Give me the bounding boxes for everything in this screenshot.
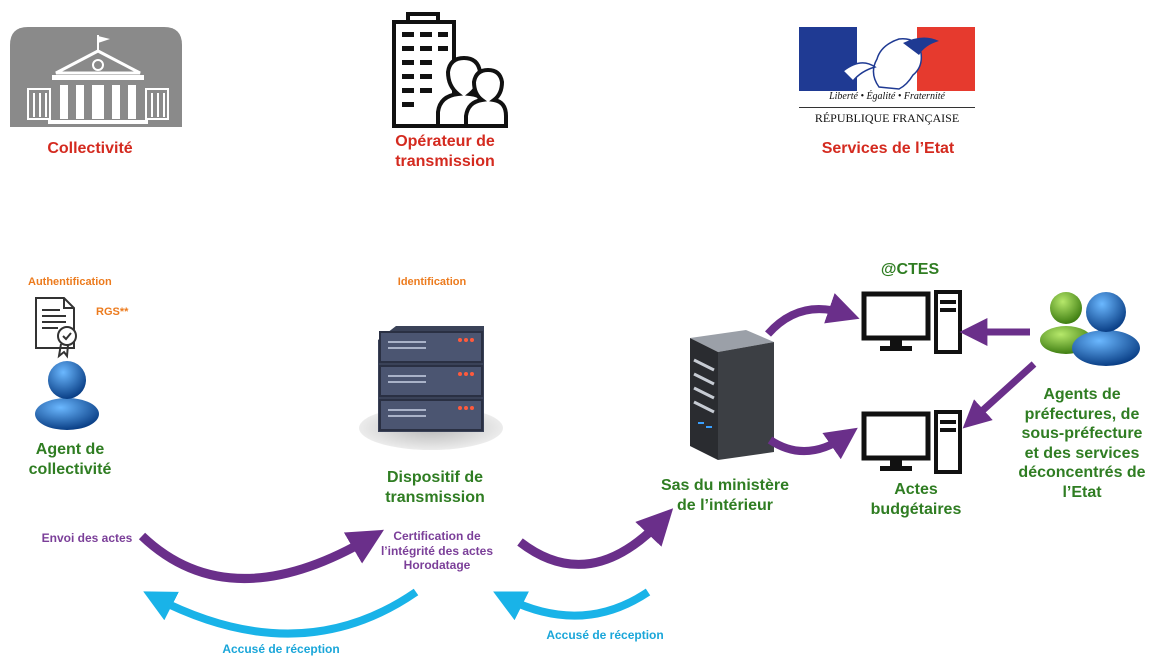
ctes-label: @CTES: [880, 261, 940, 278]
tower-server-icon: [690, 330, 774, 460]
server-rack-icon: [359, 326, 503, 450]
agents-prefectures-label: Agents de préfectures, de sous-préfectur…: [1018, 386, 1146, 501]
office-building-icon: [392, 12, 508, 128]
dispositif-label: Dispositif de transmission: [385, 469, 485, 506]
services-etat-title: Services de l’Etat: [821, 140, 955, 157]
accuse-2-arrow: [493, 588, 651, 621]
collectivite-title: Collectivité: [47, 140, 133, 157]
envoi-arrow: [138, 529, 384, 583]
rgs-label: RGS**: [96, 306, 129, 318]
marianne-motto: Liberté • Égalité • Fraternité: [829, 91, 945, 102]
agent-collectivite-label: Agent de collectivité: [28, 441, 112, 478]
actes-budgetaires-label: Actes budgétaires: [870, 481, 962, 518]
agents-to-actes-arrow: [962, 361, 1037, 429]
accuse-1-arrow: [143, 588, 419, 638]
sas-label: Sas du ministère de l’intérieur: [660, 477, 790, 514]
town-hall-icon: [10, 27, 182, 127]
identification-label: Identification: [397, 276, 467, 288]
agents-group-icon: [1040, 292, 1140, 366]
accuse-reception-2-label: Accusé de réception: [546, 628, 664, 642]
certification-label: Certification de l’intégrité des actes H…: [380, 529, 494, 573]
envoi-label: Envoi des actes: [41, 531, 133, 545]
republique-francaise-logo: Liberté • Égalité • Fraternité RÉPUBLIQU…: [799, 27, 975, 131]
operateur-title: Opérateur de transmission: [395, 133, 495, 170]
certificate-icon: [35, 297, 77, 359]
certification-arrow: [517, 508, 674, 569]
authentification-label: Authentification: [28, 276, 112, 288]
sas-to-actes-arrow: [767, 427, 858, 460]
sas-to-ctes-arrow: [765, 293, 860, 337]
computer-actes-icon: [861, 410, 962, 474]
computer-ctes-icon: [861, 290, 962, 354]
accuse-reception-1-label: Accusé de réception: [222, 642, 340, 656]
user-icon: [35, 361, 99, 430]
marianne-republic: RÉPUBLIQUE FRANÇAISE: [814, 111, 960, 125]
